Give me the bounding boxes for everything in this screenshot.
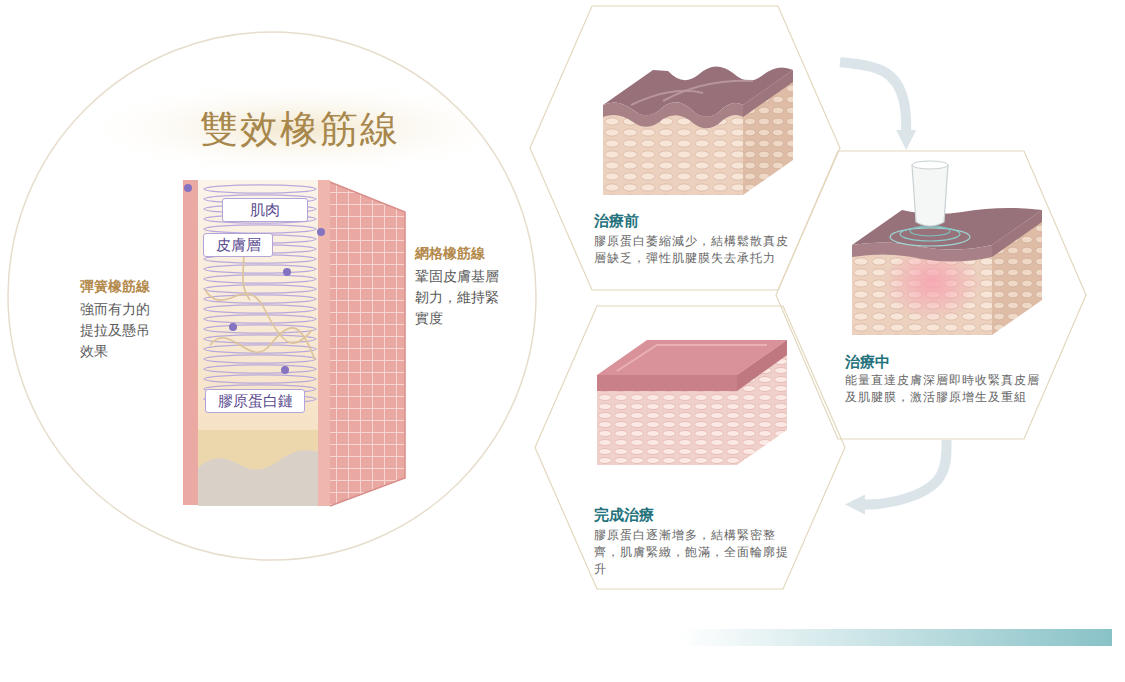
stage-hexagon: 完成治療膠原蛋白逐漸增多，結構緊密整齊，肌膚緊緻，飽滿，全面輪廓提升 [535, 305, 845, 590]
skin-after-illustration [597, 389, 737, 465]
hexagon-border [530, 6, 840, 290]
collagen-chain [205, 240, 315, 360]
skin-edge [183, 180, 198, 505]
energy-probe [910, 226, 950, 236]
text-slot: 膠原蛋白萎縮減少，結構鬆散真皮層缺乏，彈性肌腱膜失去承托力 [594, 233, 794, 267]
anchor-dot [184, 184, 325, 374]
skin-edge [318, 180, 330, 506]
energy-probe [912, 165, 948, 226]
thread-name: 網格橡筋線 [415, 243, 515, 263]
layer-tag: 皮膚層 [203, 233, 273, 257]
title-glow [70, 80, 530, 176]
stage-description: 能量直達皮膚深層即時收緊真皮層及肌腱膜，激活膠原增生及重組 [845, 372, 1045, 406]
layer-tag: 膠原蛋白鏈 [205, 389, 305, 413]
energy-probe [900, 227, 960, 241]
mesh-face [330, 182, 405, 506]
anchor-dot [184, 184, 192, 192]
skin-before-illustration [631, 81, 753, 105]
layer-tag: 肌肉 [222, 198, 308, 222]
layer-name: 膠原蛋白鏈 [214, 391, 296, 411]
skin-during-illustration [992, 210, 1042, 257]
skin-during-illustration [882, 250, 982, 330]
anchor-dot [317, 228, 325, 236]
flow-arrow [863, 440, 947, 505]
concept-circle-ground [7, 31, 537, 561]
thread-name: 網格橡筋線 [415, 243, 515, 263]
text-slot: 能量直達皮膚深層即時收緊真皮層及肌腱膜，激活膠原增生及重組 [845, 372, 1045, 406]
layer-name: 肌肉 [231, 200, 299, 220]
thread-description: 強而有力的提拉及懸吊效果 [80, 299, 152, 362]
stage-heading: 治療中 [845, 352, 1045, 372]
collagen-chain [210, 328, 315, 360]
skin-before-illustration [603, 66, 793, 195]
dermis-face [198, 180, 330, 430]
accent-bar [680, 629, 1112, 646]
thread-description: 強而有力的提拉及懸吊效果 [80, 299, 152, 362]
layer-name: 皮膚層 [212, 235, 264, 255]
text-slot: 雙效橡筋線 [145, 106, 455, 152]
skin-during-illustration [852, 208, 1042, 335]
energy-probe [890, 161, 970, 246]
skin-after-illustration [617, 345, 767, 371]
stage-heading: 完成治療 [594, 505, 794, 525]
skin-after-illustration [597, 375, 737, 391]
stage-description: 膠原蛋白逐漸增多，結構緊密整齊，肌膚緊緻，飽滿，全面輪廓提升 [594, 527, 794, 578]
thread-name: 彈簧橡筋線 [80, 276, 170, 296]
text-slot: 治療前 [594, 211, 794, 231]
fat-layer [198, 430, 318, 469]
thread-name: 彈簧橡筋線 [80, 276, 170, 296]
mesh-edge [330, 182, 405, 506]
skin-before-illustration [603, 113, 743, 195]
stage-hexagon: 治療前膠原蛋白萎縮減少，結構鬆散真皮層缺乏，彈性肌腱膜失去承托力 [530, 5, 840, 291]
text-slot: 膠原蛋白逐漸增多，結構緊密整齊，肌膚緊緻，飽滿，全面輪廓提升 [594, 527, 794, 578]
circle-border [8, 32, 536, 560]
text-slot: 完成治療 [594, 505, 794, 525]
base-layer [198, 430, 318, 506]
skin-after-illustration [737, 340, 787, 391]
circle-ground [7, 31, 537, 561]
energy-probe [912, 161, 948, 169]
stage-description: 膠原蛋白萎縮減少，結構鬆散真皮層缺乏，彈性肌腱膜失去承托力 [594, 233, 794, 267]
hexagon-border [535, 306, 845, 589]
text-slot: 治療中 [845, 352, 1045, 372]
skin-before-illustration [743, 70, 793, 117]
anchor-dot [283, 268, 291, 276]
anchor-dot [281, 366, 289, 374]
hexagon-outline [530, 5, 840, 291]
skin-before-illustration [603, 102, 743, 128]
energy-probe [890, 228, 970, 246]
diagram-title: 雙效橡筋線 [145, 106, 455, 152]
thread-description: 鞏固皮膚基層韌力，維持緊實度 [415, 266, 501, 329]
thread-description: 鞏固皮膚基層韌力，維持緊實度 [415, 266, 501, 329]
skin-slab-illustration [183, 180, 405, 506]
collagen-chain [205, 290, 312, 343]
stage-heading: 治療前 [594, 211, 794, 231]
anchor-dot [229, 323, 237, 331]
skin-after-illustration [597, 340, 787, 465]
spring-coil [198, 184, 318, 404]
flow-arrow [840, 62, 906, 132]
